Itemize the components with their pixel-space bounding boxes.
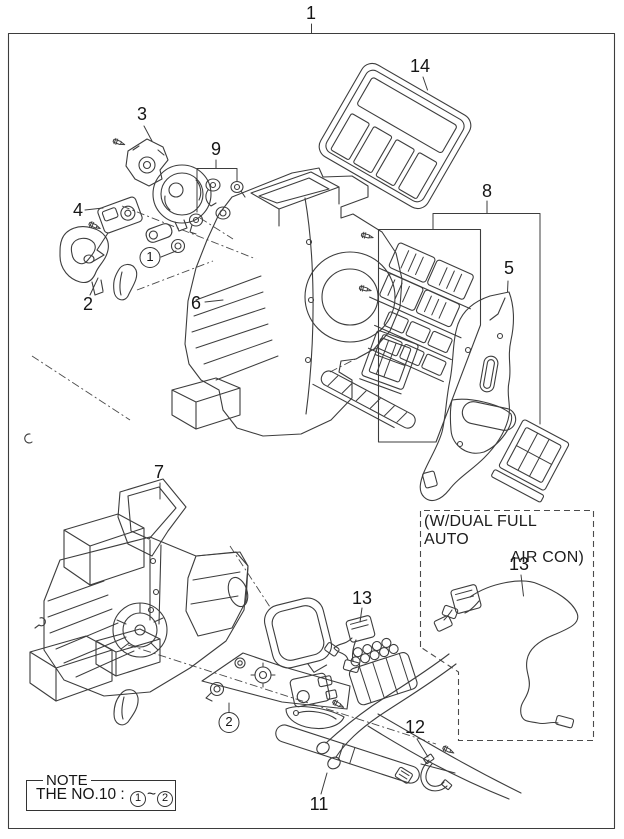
part-13-right-drawing	[433, 580, 579, 729]
note-separator: ~	[147, 786, 157, 803]
note-text: THE NO.10 : 1~2	[36, 786, 174, 807]
callout-5: 5	[503, 258, 515, 278]
assembly-axis-lines	[31, 205, 437, 745]
dual-auto-caption-line1: (W/DUAL FULL AUTO	[424, 513, 537, 548]
part-7-drawing	[24, 433, 249, 726]
note-prefix: THE NO.10 :	[36, 786, 125, 803]
part-8-grille-drawing	[491, 419, 570, 503]
callout-6: 6	[190, 293, 202, 313]
part-12-drawing	[394, 744, 456, 792]
callout-1: 1	[305, 3, 317, 23]
callout-3: 3	[136, 104, 148, 124]
note-title: NOTE	[43, 772, 91, 789]
dual-auto-option-box	[419, 509, 595, 742]
part-grommet-drawing	[145, 223, 186, 254]
callout-circled-1: 1	[139, 247, 161, 268]
part-3-drawing	[111, 137, 212, 232]
callout-7: 7	[153, 462, 165, 482]
dual-auto-caption-line2: AIR CON)	[510, 549, 584, 566]
part-5-drawing	[419, 291, 517, 502]
callout-13-left: 13	[351, 588, 373, 608]
part-11-drawing	[275, 653, 522, 800]
callout-11: 11	[309, 794, 329, 814]
part-4-drawing	[83, 196, 143, 264]
callout-12: 12	[404, 717, 426, 737]
part-14-drawing	[318, 62, 472, 210]
heater-core-drawing	[348, 637, 418, 706]
part-8-drawing	[312, 228, 482, 443]
note-circled-from: 1	[130, 791, 147, 807]
callout-13-right: 13	[508, 554, 530, 574]
group-2-drawing	[201, 652, 351, 730]
part-2-drawing	[59, 226, 138, 301]
part-8-box	[377, 228, 482, 443]
note-circled-to: 2	[157, 791, 174, 807]
callout-circled-2: 2	[218, 712, 240, 733]
callout-9: 9	[210, 139, 222, 159]
ring-seal-drawing	[263, 597, 333, 673]
callout-2: 2	[82, 294, 94, 314]
note-box: NOTE THE NO.10 : 1~2	[26, 772, 176, 811]
leader-lines	[84, 23, 541, 795]
callout-14: 14	[409, 56, 431, 76]
dual-auto-caption: (W/DUAL FULL AUTO AIR CON)	[424, 513, 584, 567]
part-9-drawing	[188, 178, 246, 235]
callout-8: 8	[481, 181, 493, 201]
callout-4: 4	[72, 200, 84, 220]
